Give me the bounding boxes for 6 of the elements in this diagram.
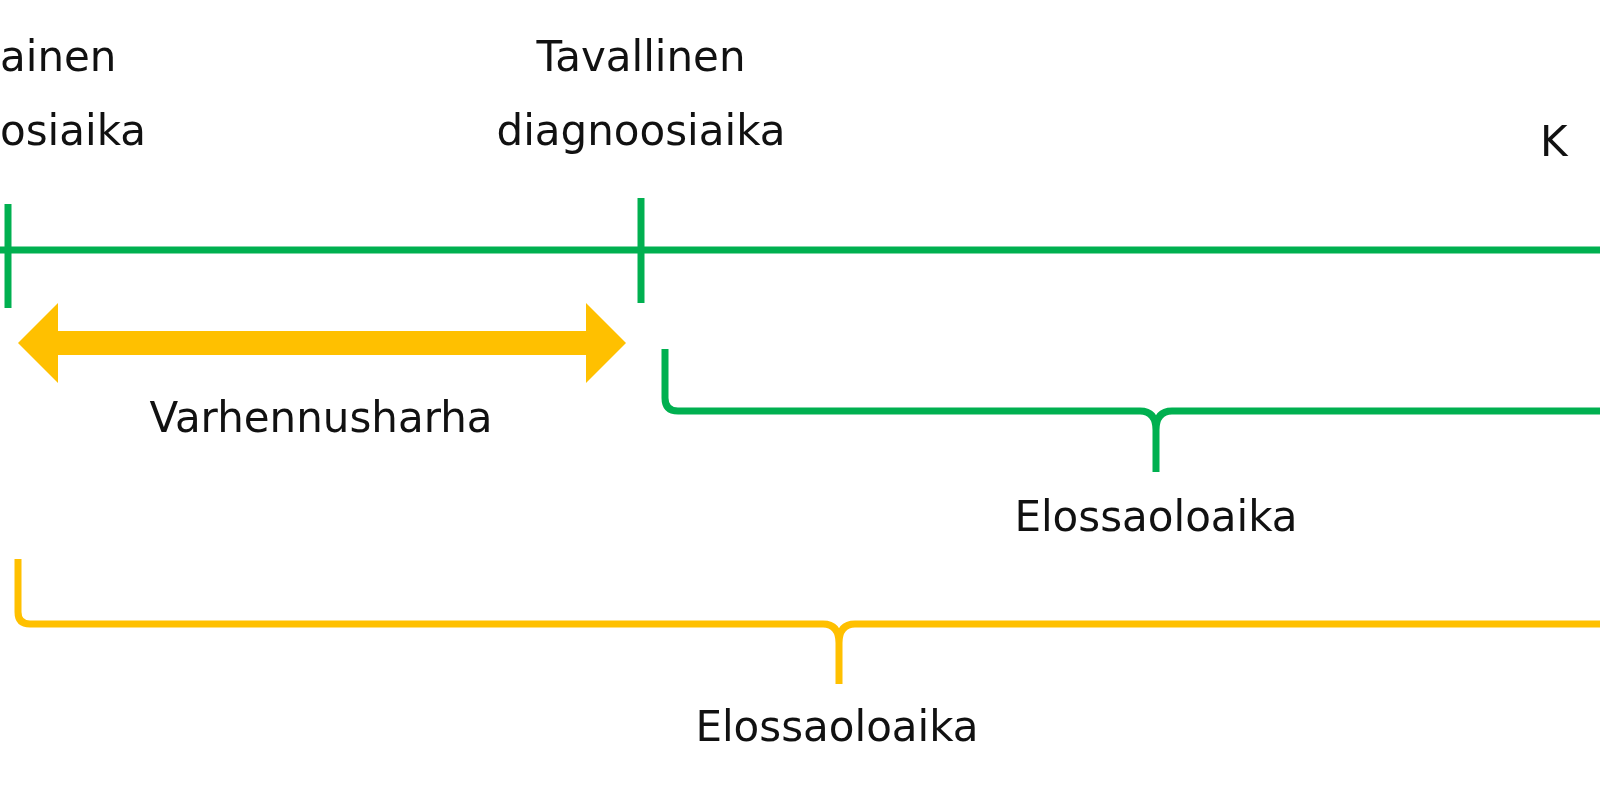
duration-label: Elossaoloaika [1014, 491, 1298, 543]
duration-label: Elossaoloaika [695, 701, 979, 753]
time-label: Tavallinen diagnoosiaika [495, 31, 787, 157]
time-label: ainen osiaika [0, 31, 147, 157]
time-label: K [1540, 116, 1569, 168]
measure-label: Varhennusharha [149, 392, 493, 444]
